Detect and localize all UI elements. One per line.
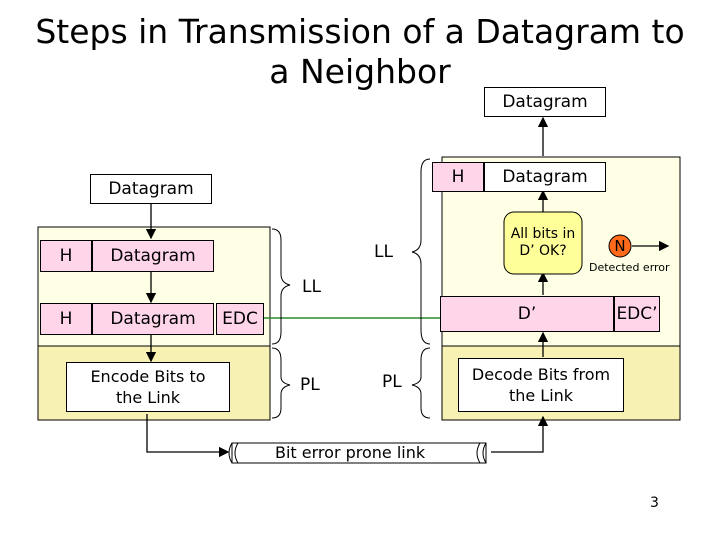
page-title-line2: a Neighbor [269,52,451,91]
sender-datagram: Datagram [90,174,212,204]
link-end-right-2 [482,442,487,464]
page-title-line1: Steps in Transmission of a Datagram to [35,12,685,51]
layer-ll-right: LL [374,242,393,262]
sender-frame-datagram: Datagram [92,303,214,335]
layer-pl-right: PL [382,372,402,392]
encode-box: Encode Bits to the Link [66,362,230,412]
page-number: 3 [650,495,659,511]
receiver-datagram: Datagram [484,162,606,192]
sender-ll-header: H [40,240,92,272]
link-end-left [228,442,233,464]
detected-error-label: Detected error [589,261,670,274]
receiver-edc-prime: EDC’ [614,296,660,332]
sender-frame-header: H [40,303,92,335]
receiver-d-prime: D’ [440,296,614,332]
no-label: N [614,237,626,255]
arrow-to-link [146,414,230,458]
receiver-top-datagram: Datagram [484,87,606,117]
decode-box: Decode Bits from the Link [458,358,624,412]
link-end-left-2 [234,442,239,464]
link-end-right [476,442,481,464]
brace-pl-left [271,347,291,419]
decision-box [503,211,583,275]
layer-pl-left: PL [300,375,320,395]
brace-ll-right [411,158,431,345]
layer-ll-left: LL [302,277,321,297]
no-circle [608,234,632,258]
link-bar [231,442,487,464]
sender-ll-datagram: Datagram [92,240,214,272]
arrow-from-link [491,415,549,453]
integrity-check: All bits in D’ OK? [510,226,576,259]
link-label: Bit error prone link [275,443,426,462]
brace-pl-right [411,347,431,419]
brace-ll-left [271,228,291,345]
receiver-header: H [432,162,484,192]
sender-frame-edc: EDC [216,303,264,335]
